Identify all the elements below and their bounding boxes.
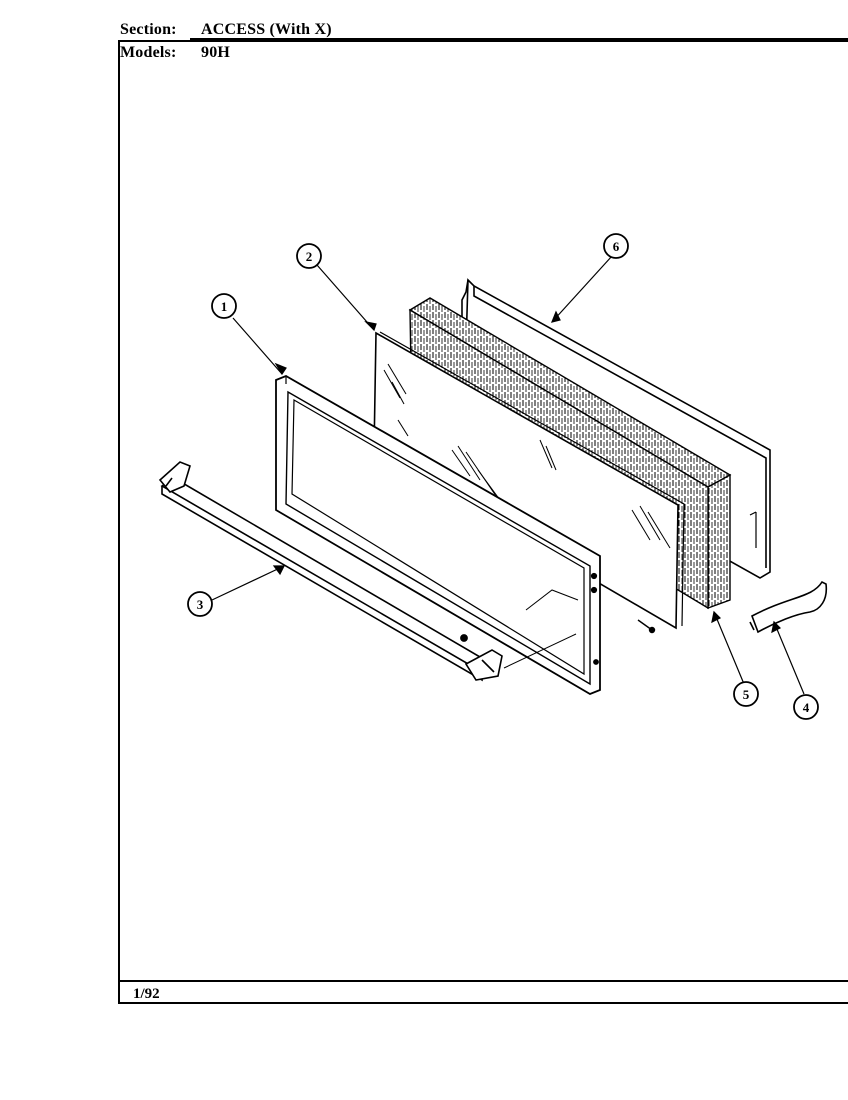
callout-2-label: 2 — [306, 249, 313, 264]
callout-4-label: 4 — [803, 700, 810, 715]
callout-3-label: 3 — [197, 597, 204, 612]
callout-4: 4 — [793, 694, 819, 720]
callout-1: 1 — [211, 293, 237, 319]
section-label: Section: — [120, 21, 177, 38]
part-1-door-frame — [275, 375, 601, 695]
callout-6: 6 — [603, 233, 629, 259]
callout-5: 5 — [733, 681, 759, 707]
screw — [637, 619, 656, 634]
header-top-rule — [190, 38, 848, 40]
section-value: ACCESS (With X) — [201, 21, 332, 38]
callout-2: 2 — [296, 243, 322, 269]
part-4-bracket — [749, 580, 828, 634]
leader-lines — [211, 255, 805, 695]
callout-6-label: 6 — [613, 239, 620, 254]
diagram-frame — [118, 40, 848, 1004]
callout-3: 3 — [187, 591, 213, 617]
models-label: Models: — [120, 44, 177, 61]
part-3-door-handle — [158, 461, 503, 682]
models-value: 90H — [201, 44, 231, 61]
footer-rule — [118, 980, 848, 982]
revision-date: 1/92 — [133, 986, 160, 1002]
part-2-glass-panel — [373, 331, 685, 630]
callout-1-label: 1 — [221, 299, 228, 314]
callout-5-label: 5 — [743, 687, 750, 702]
